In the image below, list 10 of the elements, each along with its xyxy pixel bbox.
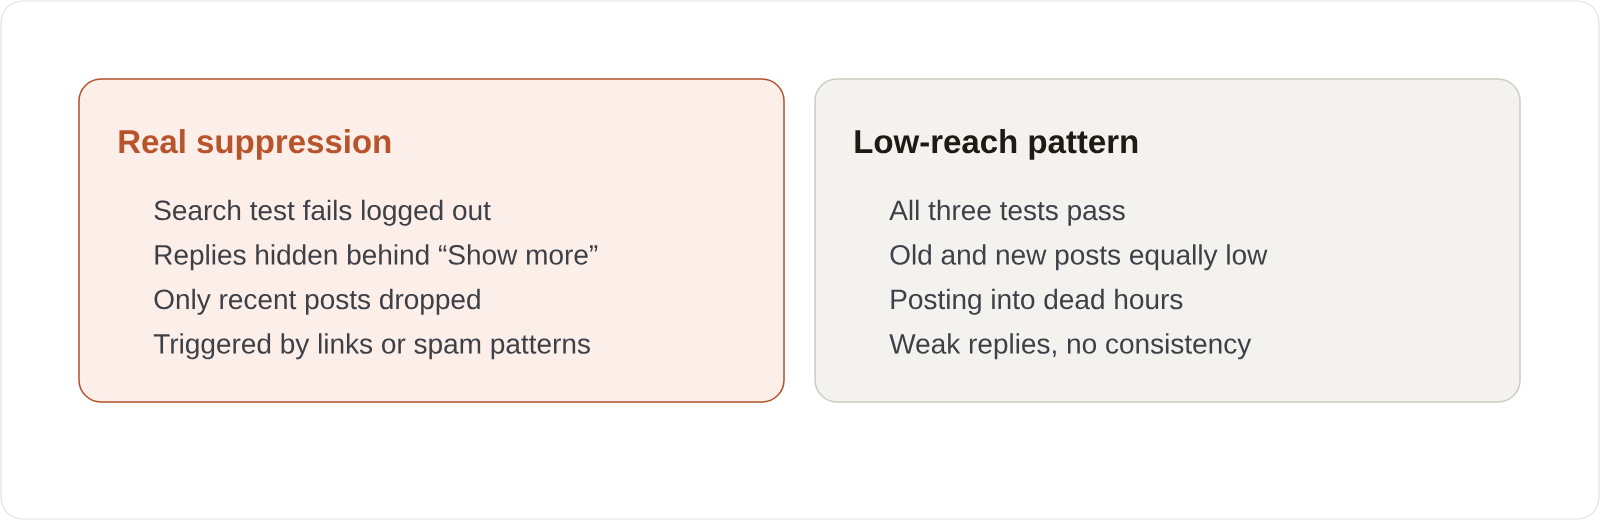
heading: Real suppression — [119, 129, 391, 160]
list-item: Only recent posts dropped — [154, 288, 480, 315]
list-item: Posting into dead hours — [891, 288, 1183, 315]
list-item: Replies hidden behind “Show more” — [155, 244, 598, 271]
list-item: Triggered by links or spam patterns — [153, 333, 590, 360]
list-item: All three tests pass — [889, 199, 1125, 226]
list-item: Search test fails logged out — [154, 199, 491, 226]
heading: Low-reach pattern — [855, 129, 1138, 160]
list-item: Weak replies, no consistency — [889, 333, 1252, 360]
list-item: Old and new posts equally low — [890, 244, 1268, 271]
